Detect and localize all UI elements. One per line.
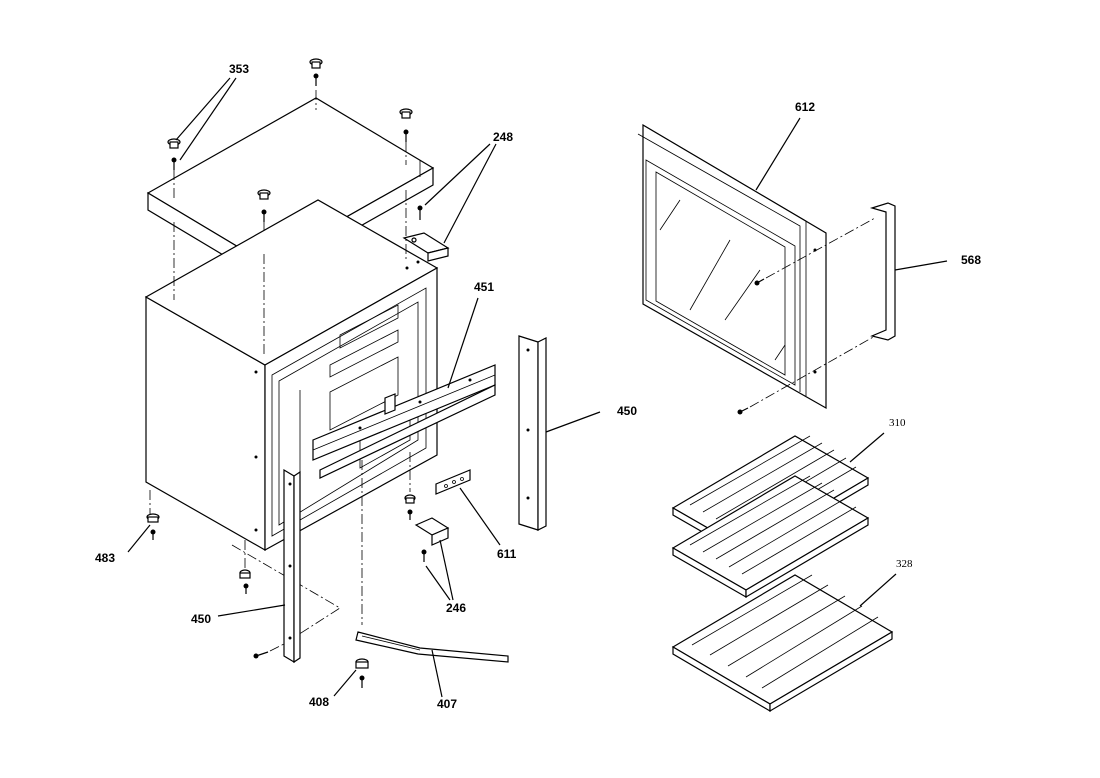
label-shelf-lower: 328	[896, 558, 913, 570]
label-hinge-top: 248	[493, 130, 514, 144]
top-hinge-part	[402, 143, 497, 262]
label-door-assembly: 612	[795, 100, 816, 114]
label-wrench: 407	[437, 697, 458, 711]
label-foot: 483	[95, 551, 116, 565]
shelf-upper-part	[671, 432, 885, 599]
handle-part	[869, 202, 948, 341]
label-hinge-bottom: 246	[446, 601, 467, 615]
wrench-part	[355, 631, 509, 698]
label-shelf-upper: 310	[889, 417, 906, 429]
crossbar-part	[312, 364, 496, 479]
label-crossbar: 451	[474, 280, 495, 294]
side-strip-right-part	[518, 335, 601, 531]
label-side-strip-left: 450	[191, 612, 212, 626]
label-leveling-foot: 408	[309, 695, 330, 709]
foot-part	[127, 513, 251, 594]
shelf-lower-part	[671, 573, 897, 713]
side-strip-left-part	[217, 468, 301, 664]
bottom-hinge-part	[404, 494, 454, 601]
cabinet-body	[144, 190, 439, 641]
label-side-strip-right: 450	[617, 404, 638, 418]
label-handle: 568	[961, 253, 982, 267]
cover-screw-set	[167, 58, 413, 248]
label-cover-screws: 353	[229, 62, 250, 76]
leveling-foot-part	[333, 658, 369, 697]
plate-part	[435, 469, 501, 546]
door-assembly-part	[637, 117, 876, 415]
label-plate: 611	[497, 547, 517, 561]
